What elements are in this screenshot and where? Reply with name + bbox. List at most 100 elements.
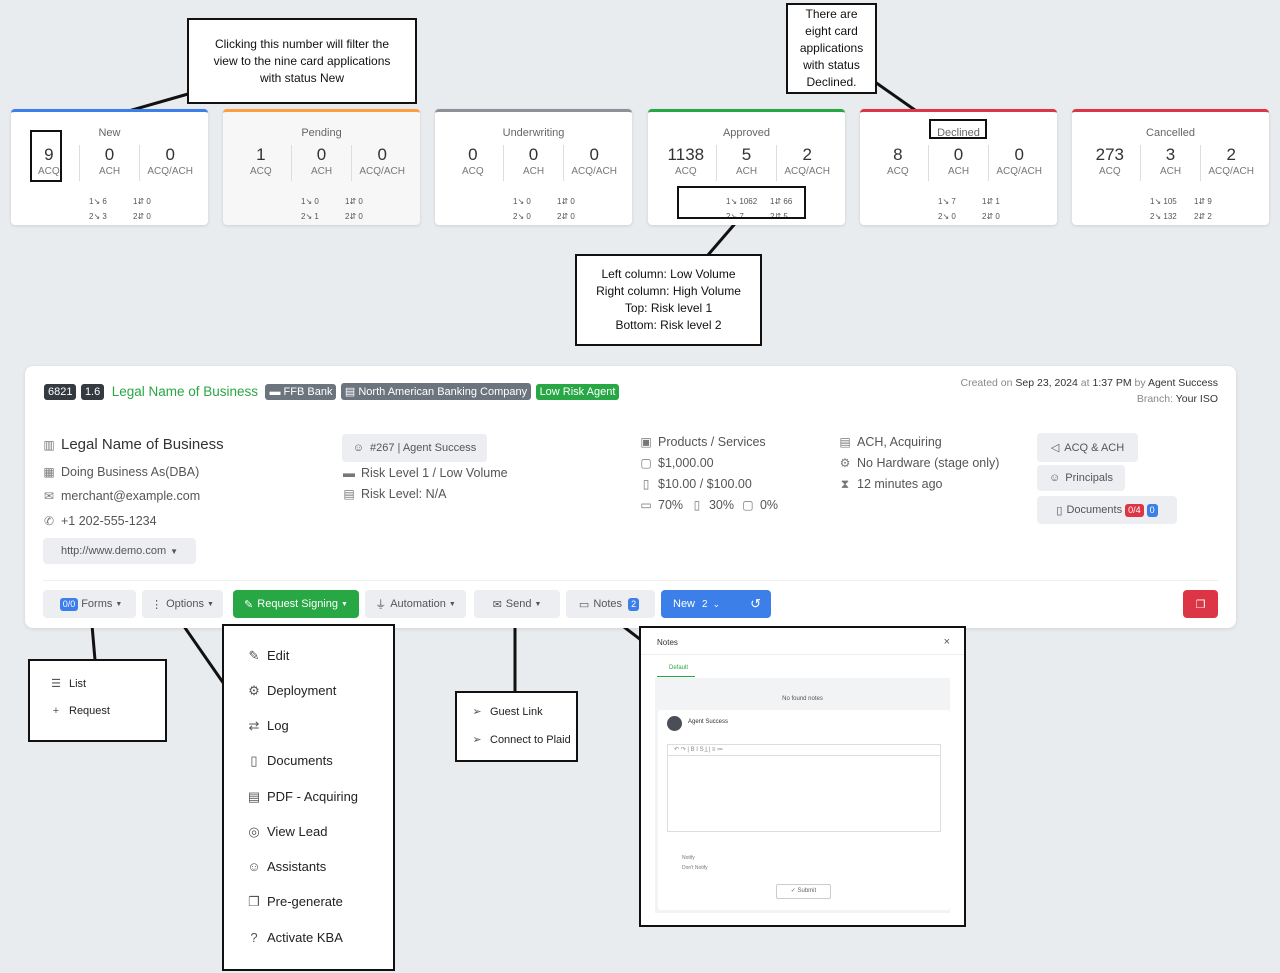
options-menu-pregenerate[interactable]: ❐Pre-generate	[246, 894, 343, 910]
status-count-value[interactable]: 273	[1095, 145, 1125, 164]
list-icon: ☰	[51, 678, 61, 690]
risk-low-level2: 2↘ 0	[938, 212, 956, 221]
send-button[interactable]: ✉Send▼	[474, 590, 560, 618]
megaphone-icon: ◁	[1050, 442, 1060, 454]
status-count-label: ACH	[310, 166, 333, 177]
history-icon[interactable]: ↺	[750, 596, 761, 611]
status-count-value[interactable]: 0	[468, 145, 478, 164]
notes-tab-default[interactable]: Default	[669, 665, 689, 671]
acq-ach-button[interactable]: ◁ACQ & ACH	[1037, 433, 1138, 462]
forms-menu-request[interactable]: +Request	[48, 705, 110, 717]
options-menu-edit[interactable]: ✎Edit	[246, 648, 290, 664]
status-count-value[interactable]: 0	[953, 145, 964, 164]
notes-modal: Notes × Default No found notes Agent Suc…	[639, 626, 966, 927]
editor-toolbar[interactable]: ↶ ↷ | B I S I̲ | ≡ ≔	[667, 744, 941, 756]
plug-icon: ⏚	[375, 599, 387, 611]
bank-icon: ▬	[269, 385, 284, 398]
copy-button[interactable]: ❐	[1183, 590, 1218, 618]
id-card-icon: ▤	[343, 487, 355, 501]
status-count-value[interactable]: 2	[1226, 145, 1236, 164]
status-count-value[interactable]: 0	[377, 145, 387, 164]
status-count-label: ACQ	[38, 166, 60, 177]
status-count-value[interactable]: 0	[528, 145, 539, 164]
status-count-value[interactable]: 3	[1165, 145, 1176, 164]
automation-button[interactable]: ⏚Automation▼	[365, 590, 466, 618]
options-menu-pdf[interactable]: ▤PDF - Acquiring	[246, 789, 358, 805]
website-dropdown[interactable]: http://www.demo.com▼	[43, 538, 196, 564]
options-menu-deployment[interactable]: ⚙Deployment	[246, 683, 336, 699]
status-count-value[interactable]: 0	[104, 145, 115, 164]
automation-label: Automation	[390, 598, 446, 610]
status-count-value[interactable]: 2	[802, 145, 812, 164]
status-count-value[interactable]: 0	[589, 145, 599, 164]
check-icon: ✓	[790, 888, 798, 894]
principals-label: Principals	[1065, 472, 1113, 484]
menu-label: Deployment	[267, 683, 337, 698]
status-count-value[interactable]: 9	[44, 145, 54, 164]
close-icon[interactable]: ×	[943, 636, 950, 648]
options-menu: ✎Edit ⚙Deployment ⇄Log ▯Documents ▤PDF -…	[222, 624, 395, 971]
risk-high-level1: 1⇵ 0	[557, 197, 575, 206]
note-author: Agent Success	[688, 719, 729, 725]
legal-name-text: Legal Name of Business	[61, 436, 224, 453]
options-menu-activate-kba[interactable]: ?Activate KBA	[246, 930, 343, 945]
request-signing-button[interactable]: ✎Request Signing▼	[233, 590, 359, 618]
send-menu-guest-link[interactable]: ➢Guest Link	[469, 705, 542, 718]
merchant-phone: ✆+1 202-555-1234	[42, 514, 157, 528]
building-icon: ▥	[43, 438, 55, 452]
channel-split: ▭70% ▯30% ▢0%	[639, 498, 778, 512]
products-text: Products / Services	[658, 435, 766, 449]
send-menu-plaid[interactable]: ➢Connect to Plaid	[469, 733, 570, 746]
status-count-value[interactable]: 5	[741, 145, 752, 164]
status-count-value[interactable]: 0	[1014, 145, 1024, 164]
risk-low-level1: 1↘ 0	[513, 197, 531, 206]
status-count-value[interactable]: 0	[316, 145, 327, 164]
risk-low-level2: 2↘ 1	[301, 212, 319, 221]
submit-button[interactable]: ✓ Submit	[776, 884, 831, 899]
options-button[interactable]: ⋮Options▼	[142, 590, 223, 618]
status-count-value[interactable]: 1	[256, 145, 266, 164]
dont-notify-option[interactable]: Don't Notify	[682, 865, 708, 871]
status-count-value[interactable]: 1138	[667, 145, 705, 164]
business-name-link[interactable]: Legal Name of Business	[111, 384, 259, 400]
principals-button[interactable]: ☺Principals	[1037, 465, 1125, 491]
note-textarea[interactable]	[667, 756, 941, 832]
notify-option[interactable]: Notify	[682, 855, 695, 861]
options-menu-log[interactable]: ⇄Log	[246, 718, 289, 734]
options-menu-assistants[interactable]: ☺Assistants	[246, 859, 326, 874]
forms-menu-list[interactable]: ☰List	[48, 677, 86, 690]
status-count-value[interactable]: 8	[893, 145, 903, 164]
paper-plane-icon: ➢	[472, 706, 482, 718]
status-card-title: Underwriting	[502, 127, 565, 139]
chevron-down-icon: ⌄	[712, 598, 721, 609]
status-count-value[interactable]: 0	[165, 145, 175, 164]
options-menu-view-lead[interactable]: ◎View Lead	[246, 824, 327, 840]
risk-high-level2: 2⇵ 5	[770, 212, 788, 221]
options-menu-documents[interactable]: ▯Documents	[246, 753, 332, 769]
agent-pill[interactable]: ☺#267 | Agent Success	[342, 434, 487, 462]
